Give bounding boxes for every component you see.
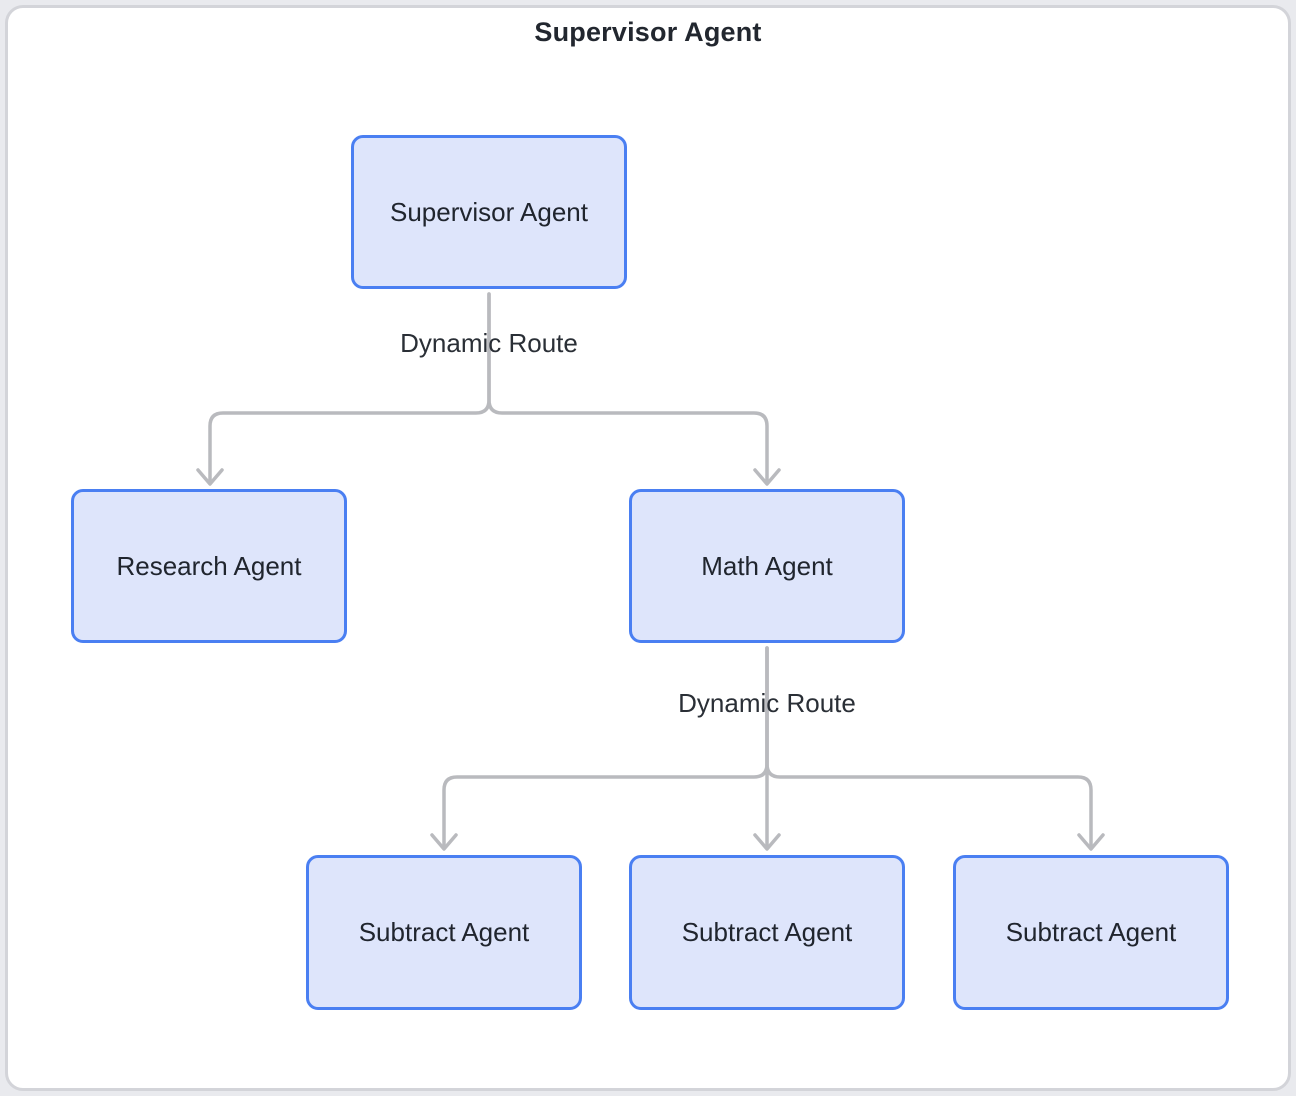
edge-label-dynamic-route-2: Dynamic Route [678, 688, 856, 718]
node-supervisor-agent-label: Supervisor Agent [389, 196, 588, 227]
arrowhead-math [753, 468, 781, 486]
edge-label-dynamic-route-1: Dynamic Route [400, 328, 578, 358]
node-subtract-agent-1: Subtract Agent [306, 855, 582, 1010]
edge-supervisor-math [487, 292, 769, 484]
node-subtract-agent-2: Subtract Agent [629, 855, 905, 1010]
node-supervisor-agent: Supervisor Agent [351, 135, 627, 289]
edge-supervisor-research [208, 292, 491, 484]
arrowhead-subtract-1 [430, 833, 458, 851]
node-subtract-agent-3: Subtract Agent [953, 855, 1229, 1010]
node-subtract-agent-1-label: Subtract Agent [358, 917, 530, 947]
node-research-agent-label: Research Agent [116, 550, 302, 581]
arrowhead-subtract-3 [1077, 833, 1105, 851]
node-subtract-agent-2-label: Subtract Agent [681, 917, 853, 947]
arrowhead-research [196, 468, 224, 486]
arrowhead-subtract-2 [753, 833, 781, 851]
node-subtract-agent-3-label: Subtract Agent [1005, 917, 1177, 947]
edge-math-subtract-3 [765, 646, 1093, 848]
edge-math-subtract-1 [442, 646, 769, 848]
node-math-agent: Math Agent [629, 489, 905, 643]
diagram-title: Supervisor Agent [534, 17, 762, 47]
node-research-agent: Research Agent [71, 489, 347, 643]
node-math-agent-label: Math Agent [701, 550, 833, 581]
